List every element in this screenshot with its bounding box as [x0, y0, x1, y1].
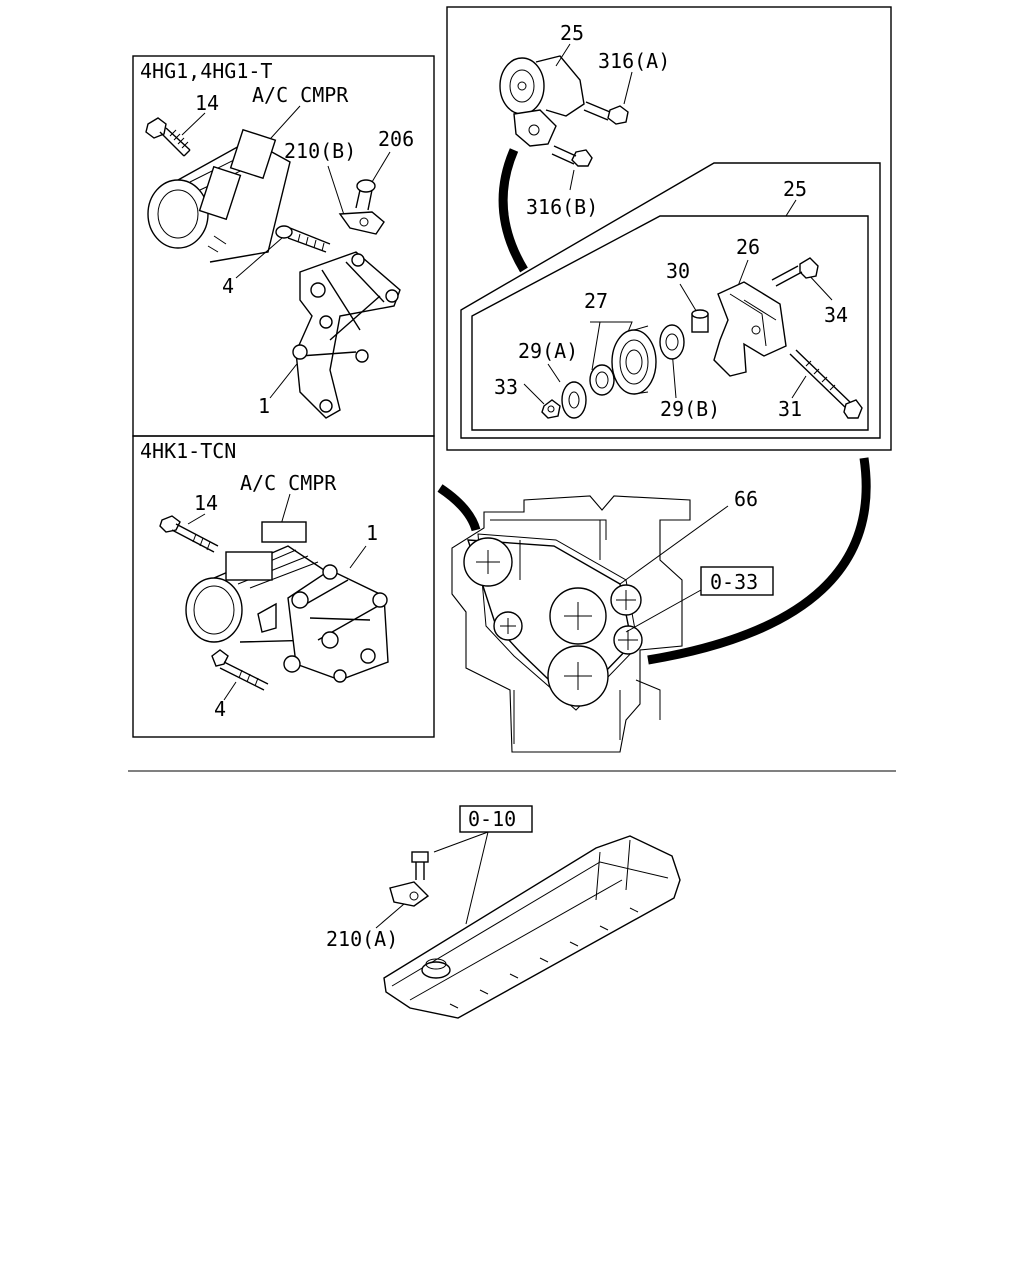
bolt-4-icon	[275, 225, 331, 253]
washer-29a-icon	[561, 381, 587, 419]
callout-arc-right	[647, 457, 871, 665]
ref-010-box	[459, 805, 533, 833]
ac-cmpr-label-top: A/C CMPR	[252, 83, 349, 107]
part-210a-label: 210(A)	[326, 927, 398, 951]
clip-210a-icon	[389, 881, 430, 907]
panel-4hg1: 4HG1,4HG1-T A/C CMPR 14 210(B) 206 4 1	[132, 55, 435, 437]
part-26-label: 26	[736, 235, 760, 259]
ref-033-box	[700, 566, 774, 596]
part-4-label-bottom: 4	[214, 697, 226, 721]
ac-compressor-bottom-icon	[185, 521, 331, 643]
part-316a-label: 316(A)	[598, 49, 670, 73]
part-4-label-top: 4	[222, 274, 234, 298]
washer-29b-icon	[659, 324, 685, 360]
panel-4hk1-title: 4HK1-TCN	[140, 439, 236, 463]
ref-010-label: 0-10	[468, 807, 516, 831]
oil-filler-cap-icon	[421, 961, 451, 979]
ac-cmpr-label-bottom: A/C CMPR	[240, 471, 337, 495]
part-14-label-bottom: 14	[194, 491, 218, 515]
screw-206-icon	[355, 179, 376, 211]
part-34-label: 34	[824, 303, 848, 327]
part-29a-label: 29(A)	[518, 339, 578, 363]
bolt-316a-icon	[583, 101, 629, 125]
part-14-label-top: 14	[195, 91, 219, 115]
bracket-26-icon	[713, 281, 787, 377]
bolt-31-icon	[789, 349, 863, 419]
head-cover-section: 0-10 210(A)	[326, 805, 681, 1019]
detail-frame-inner	[471, 215, 869, 431]
panel-4hk1: 4HK1-TCN A/C CMPR 14 1 4	[132, 435, 435, 738]
part-1-label-top: 1	[258, 394, 270, 418]
part-206-label: 206	[378, 127, 414, 151]
part-29b-label: 29(B)	[660, 397, 720, 421]
panel-4hg1-title: 4HG1,4HG1-T	[140, 59, 272, 83]
part-33-label: 33	[494, 375, 518, 399]
ac-compressor-icon	[147, 128, 291, 263]
part-27-label: 27	[584, 289, 608, 313]
part-210b-label: 210(B)	[284, 139, 356, 163]
pulley-icon	[611, 325, 657, 395]
ref-033-label: 0-33	[710, 570, 758, 594]
tensioner-assembly-icon	[499, 55, 585, 147]
panel-tensioner-frame	[446, 6, 892, 451]
bolt-316b-icon	[551, 145, 593, 167]
detail-frame-outer	[460, 162, 881, 439]
engine-front-view: 66 0-33	[437, 484, 774, 753]
panel-4hk1-frame	[132, 435, 435, 738]
bolt-34-icon	[771, 257, 819, 287]
spacer-30-icon	[691, 309, 709, 333]
part-66-label: 66	[734, 487, 758, 511]
bolt-14-bottom-icon	[159, 515, 219, 553]
part-25-label-detail: 25	[783, 177, 807, 201]
part-1-label-bottom: 1	[366, 521, 378, 545]
bearing-27-icon	[589, 364, 615, 396]
bolt-14-icon	[145, 117, 191, 157]
bolt-4-bottom-icon	[211, 649, 269, 691]
part-316b-label: 316(B)	[526, 195, 598, 219]
callout-arc-left	[437, 484, 481, 532]
part-30-label: 30	[666, 259, 690, 283]
clip-210b-icon	[338, 211, 385, 235]
bolt-head-cover-icon	[411, 851, 429, 880]
nut-33-icon	[541, 399, 561, 419]
part-31-label: 31	[778, 397, 802, 421]
callout-arc-top	[498, 148, 528, 273]
bracket-1-bottom-icon	[283, 564, 389, 683]
panel-tensioner: 25 316(A) 316(B) 25	[446, 6, 892, 665]
head-cover-icon	[383, 835, 681, 1019]
part-25-label-top: 25	[560, 21, 584, 45]
bracket-1-icon	[292, 251, 401, 419]
